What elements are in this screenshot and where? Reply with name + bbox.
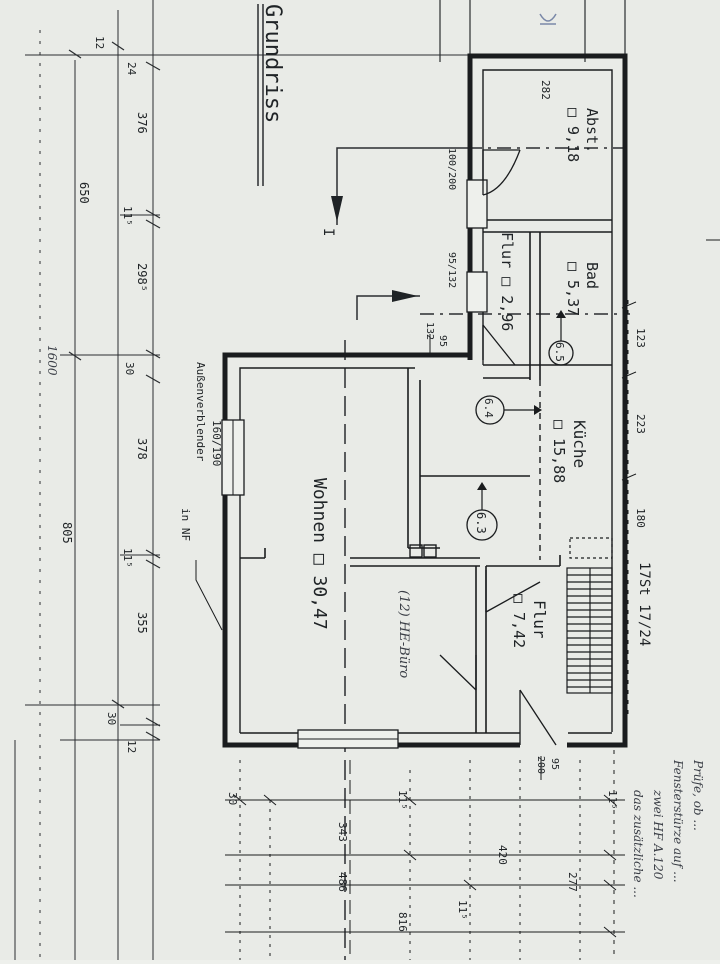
dim-b-11-5-c: 11⁵ [456, 900, 469, 920]
note-3: zwei HF A.120 [651, 789, 665, 880]
top-right-mark [539, 13, 557, 25]
frame-lines [439, 0, 626, 62]
left-dimension-lines [14, 0, 470, 960]
left-dimension-texts: 12 24 376 11⁵ 298⁵ 30 378 11⁵ 355 30 12 … [45, 36, 149, 753]
dim-b-11-5: 11⁵ [606, 790, 619, 810]
room-flur-area: □ 7,42 [510, 594, 528, 648]
dim-b-343: 343 [336, 822, 349, 842]
kitchen-lines [420, 380, 541, 560]
room-flur-small-name: Flur □ 2,96 [498, 232, 516, 331]
label-sill: 95 [437, 335, 448, 347]
note-1: Prüfe, ob ... [691, 759, 705, 831]
doors [439, 149, 557, 746]
room-labels: Abst. □ 9,18 282 Bad □ 5,37 Flur □ 2,96 … [309, 80, 601, 678]
label-outer-2: in NF [179, 508, 192, 541]
section-arrow-top [331, 196, 343, 222]
dim-b-420: 420 [496, 845, 509, 865]
dim-b-816: 816 [396, 912, 409, 932]
room-abst-area: □ 9,18 [564, 108, 582, 162]
room-bad-name: Bad [583, 262, 601, 289]
interior-walls [240, 219, 612, 733]
dim-30-b: 30 [105, 712, 118, 725]
dim-12: 12 [93, 36, 106, 49]
dim-30: 30 [123, 362, 136, 375]
dim-378: 378 [135, 438, 149, 460]
dim-b-30: 30 [226, 792, 239, 805]
marker-6-3: 6.3 [474, 512, 488, 534]
dim-376: 376 [135, 112, 149, 134]
section-label: I [320, 228, 336, 236]
chimney-2 [423, 544, 437, 558]
dim-355: 355 [135, 612, 149, 634]
dim-223: 223 [634, 414, 647, 434]
marker-6-5: 6.5 [553, 342, 566, 362]
label-door-abst: 100/200 [446, 148, 457, 190]
chimney-1 [409, 544, 423, 558]
dim-11-5-a: 11⁵ [121, 206, 134, 226]
note-2: Fensterstürze auf ... [671, 759, 685, 883]
dimension-ticks [68, 41, 161, 741]
opening-labels: 100/200 95/132 95 132 160/190 Außenverbl… [179, 148, 652, 780]
right-dimension-texts: 123 223 180 [634, 328, 647, 528]
dim-650: 650 [77, 182, 91, 204]
page-title: Grundriss [260, 4, 285, 123]
dim-b-11-5-b: 11⁵ [396, 790, 409, 810]
dim-11-5-b: 11⁵ [121, 548, 134, 568]
bottom-dimension-texts: 11⁵ 30 343 11⁵ 420 277 486 11⁵ 816 [226, 790, 619, 932]
label-door-flur: 95/132 [446, 252, 457, 288]
label-outer-1: Außenverblender [194, 362, 207, 462]
label-stairs: 17St 17/24 [636, 562, 652, 646]
detail-markers: 6.5 6.4 6.3 [466, 310, 574, 541]
dim-298-5: 298⁵ [135, 263, 149, 292]
right-dimension-lines [613, 239, 720, 960]
label-window: 160/190 [210, 420, 223, 466]
dim-b-277: 277 [566, 872, 579, 892]
room-kueche-area: □ 15,88 [550, 420, 568, 483]
handwritten-notes: Prüfe, ob ... Fensterstürze auf ... zwei… [631, 759, 705, 898]
room-abst-name: Abst. [583, 108, 601, 153]
bottom-dimension-lines [225, 760, 625, 960]
dim-123: 123 [634, 328, 647, 348]
dim-805: 805 [60, 522, 74, 544]
room-abst-height: 282 [539, 80, 552, 100]
dim-180: 180 [634, 508, 647, 528]
room-wohnen-name: Wohnen □ 30,47 [309, 478, 330, 630]
dim-1600: 1600 [45, 345, 59, 376]
label-door-bottom-2: 200 [535, 756, 546, 774]
marker-6-4: 6.4 [482, 398, 495, 418]
room-bad-area: □ 5,37 [564, 262, 582, 316]
room-flur-name: Flur [530, 600, 549, 639]
room-buero-name: (12) HE-Büro [396, 590, 411, 678]
note-4: das zusätzliche ... [631, 790, 645, 898]
staircase [566, 537, 613, 694]
section-arrow-mid [392, 290, 418, 302]
label-door-bottom-1: 95 [549, 758, 560, 770]
dim-12-b: 12 [125, 740, 138, 753]
title-block: Grundriss [257, 4, 285, 186]
windows [221, 179, 488, 749]
dim-24: 24 [125, 62, 138, 76]
room-kueche-name: Küche [570, 420, 589, 468]
label-sill-2: 132 [424, 322, 435, 340]
dim-b-486: 486 [336, 872, 349, 892]
